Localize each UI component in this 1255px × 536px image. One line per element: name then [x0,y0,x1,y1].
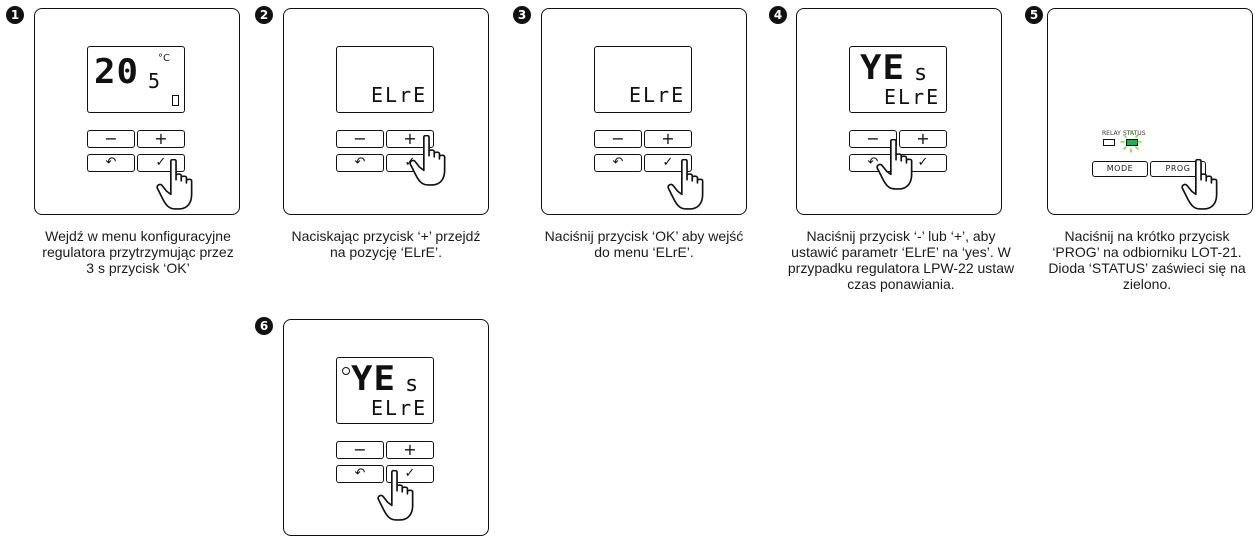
lcd-display: YE s ELrE [336,357,434,424]
hand-pointer-icon [156,159,193,210]
hand-pointer-icon [876,139,913,190]
minus-button[interactable]: − [594,130,642,148]
display-parameter: ELrE [371,83,428,107]
display-value: YE [860,48,906,88]
plus-button[interactable]: + [386,441,434,459]
lcd-display: YE s ELrE [849,46,947,113]
step-number-badge: 2 [255,6,273,24]
battery-icon [172,95,179,106]
step-number-badge: 4 [769,6,787,24]
plus-button[interactable]: + [899,130,947,148]
minus-button[interactable]: − [849,130,897,148]
step-caption: Wejdź w menu konfiguracyjne regulatora p… [42,228,234,276]
prog-button[interactable]: PROG [1150,161,1206,177]
display-decimal: 5 [148,69,161,93]
plus-button[interactable]: + [644,130,692,148]
ok-button[interactable]: ✓ [386,465,434,483]
status-glow-icon [1120,130,1142,153]
step-caption: Naciśnij przycisk ‘OK’ aby wejść do menu… [544,228,744,260]
display-unit: °C [158,53,170,64]
step-number-badge: 1 [6,6,24,24]
back-button[interactable]: ↶ [336,465,384,483]
minus-button[interactable]: − [336,130,384,148]
back-button[interactable]: ↶ [594,154,642,172]
step-caption: Naciśnij na krótko przycisk ‘PROG’ na od… [1048,228,1246,292]
receiver-panel: RELAY STATUS MODE PROG [1047,8,1253,215]
step-number-badge: 6 [255,317,273,335]
thermostat-panel: ELrE − + ↶ ✓ [541,8,747,215]
thermostat-panel: ELrE − + ↶ ✓ [283,8,489,215]
hand-pointer-icon [409,135,446,186]
thermostat-panel: YE s ELrE − + ↶ ✓ [796,8,1002,215]
plus-button[interactable]: + [137,130,185,148]
back-button[interactable]: ↶ [336,154,384,172]
lcd-display: ELrE [594,46,692,113]
plus-button[interactable]: + [386,130,434,148]
relay-led [1103,139,1115,146]
step-caption: Naciskając przycisk ‘+’ przejdź na pozyc… [291,228,481,260]
step-caption: Naciśnij przycisk ‘-’ lub ‘+’, aby ustaw… [787,228,1015,292]
display-temperature: 20 [94,52,140,92]
display-parameter: ELrE [629,83,686,107]
lcd-display: ELrE [336,46,434,113]
thermostat-panel: YE s ELrE − + ↶ ✓ [283,319,489,536]
display-value-suffix: s [914,61,928,86]
hand-pointer-icon [667,159,704,210]
display-parameter: ELrE [884,85,941,109]
step-number-badge: 3 [513,6,531,24]
step-number-badge: 5 [1025,6,1043,24]
relay-label: RELAY [1102,130,1121,137]
ok-button[interactable]: ✓ [644,154,692,172]
minus-button[interactable]: − [87,130,135,148]
display-parameter: ELrE [371,396,428,420]
hand-pointer-icon [377,470,414,521]
minus-button[interactable]: − [336,441,384,459]
hand-pointer-icon [1181,159,1218,210]
display-value: YE [351,359,397,399]
thermostat-panel: 20 5 °C − + ↶ ✓ [34,8,240,215]
lcd-display: 20 5 °C [87,46,185,113]
display-value-suffix: s [405,372,419,397]
status-label: STATUS [1123,130,1146,137]
mode-button[interactable]: MODE [1092,161,1148,177]
back-button[interactable]: ↶ [87,154,135,172]
timer-icon [342,367,350,375]
